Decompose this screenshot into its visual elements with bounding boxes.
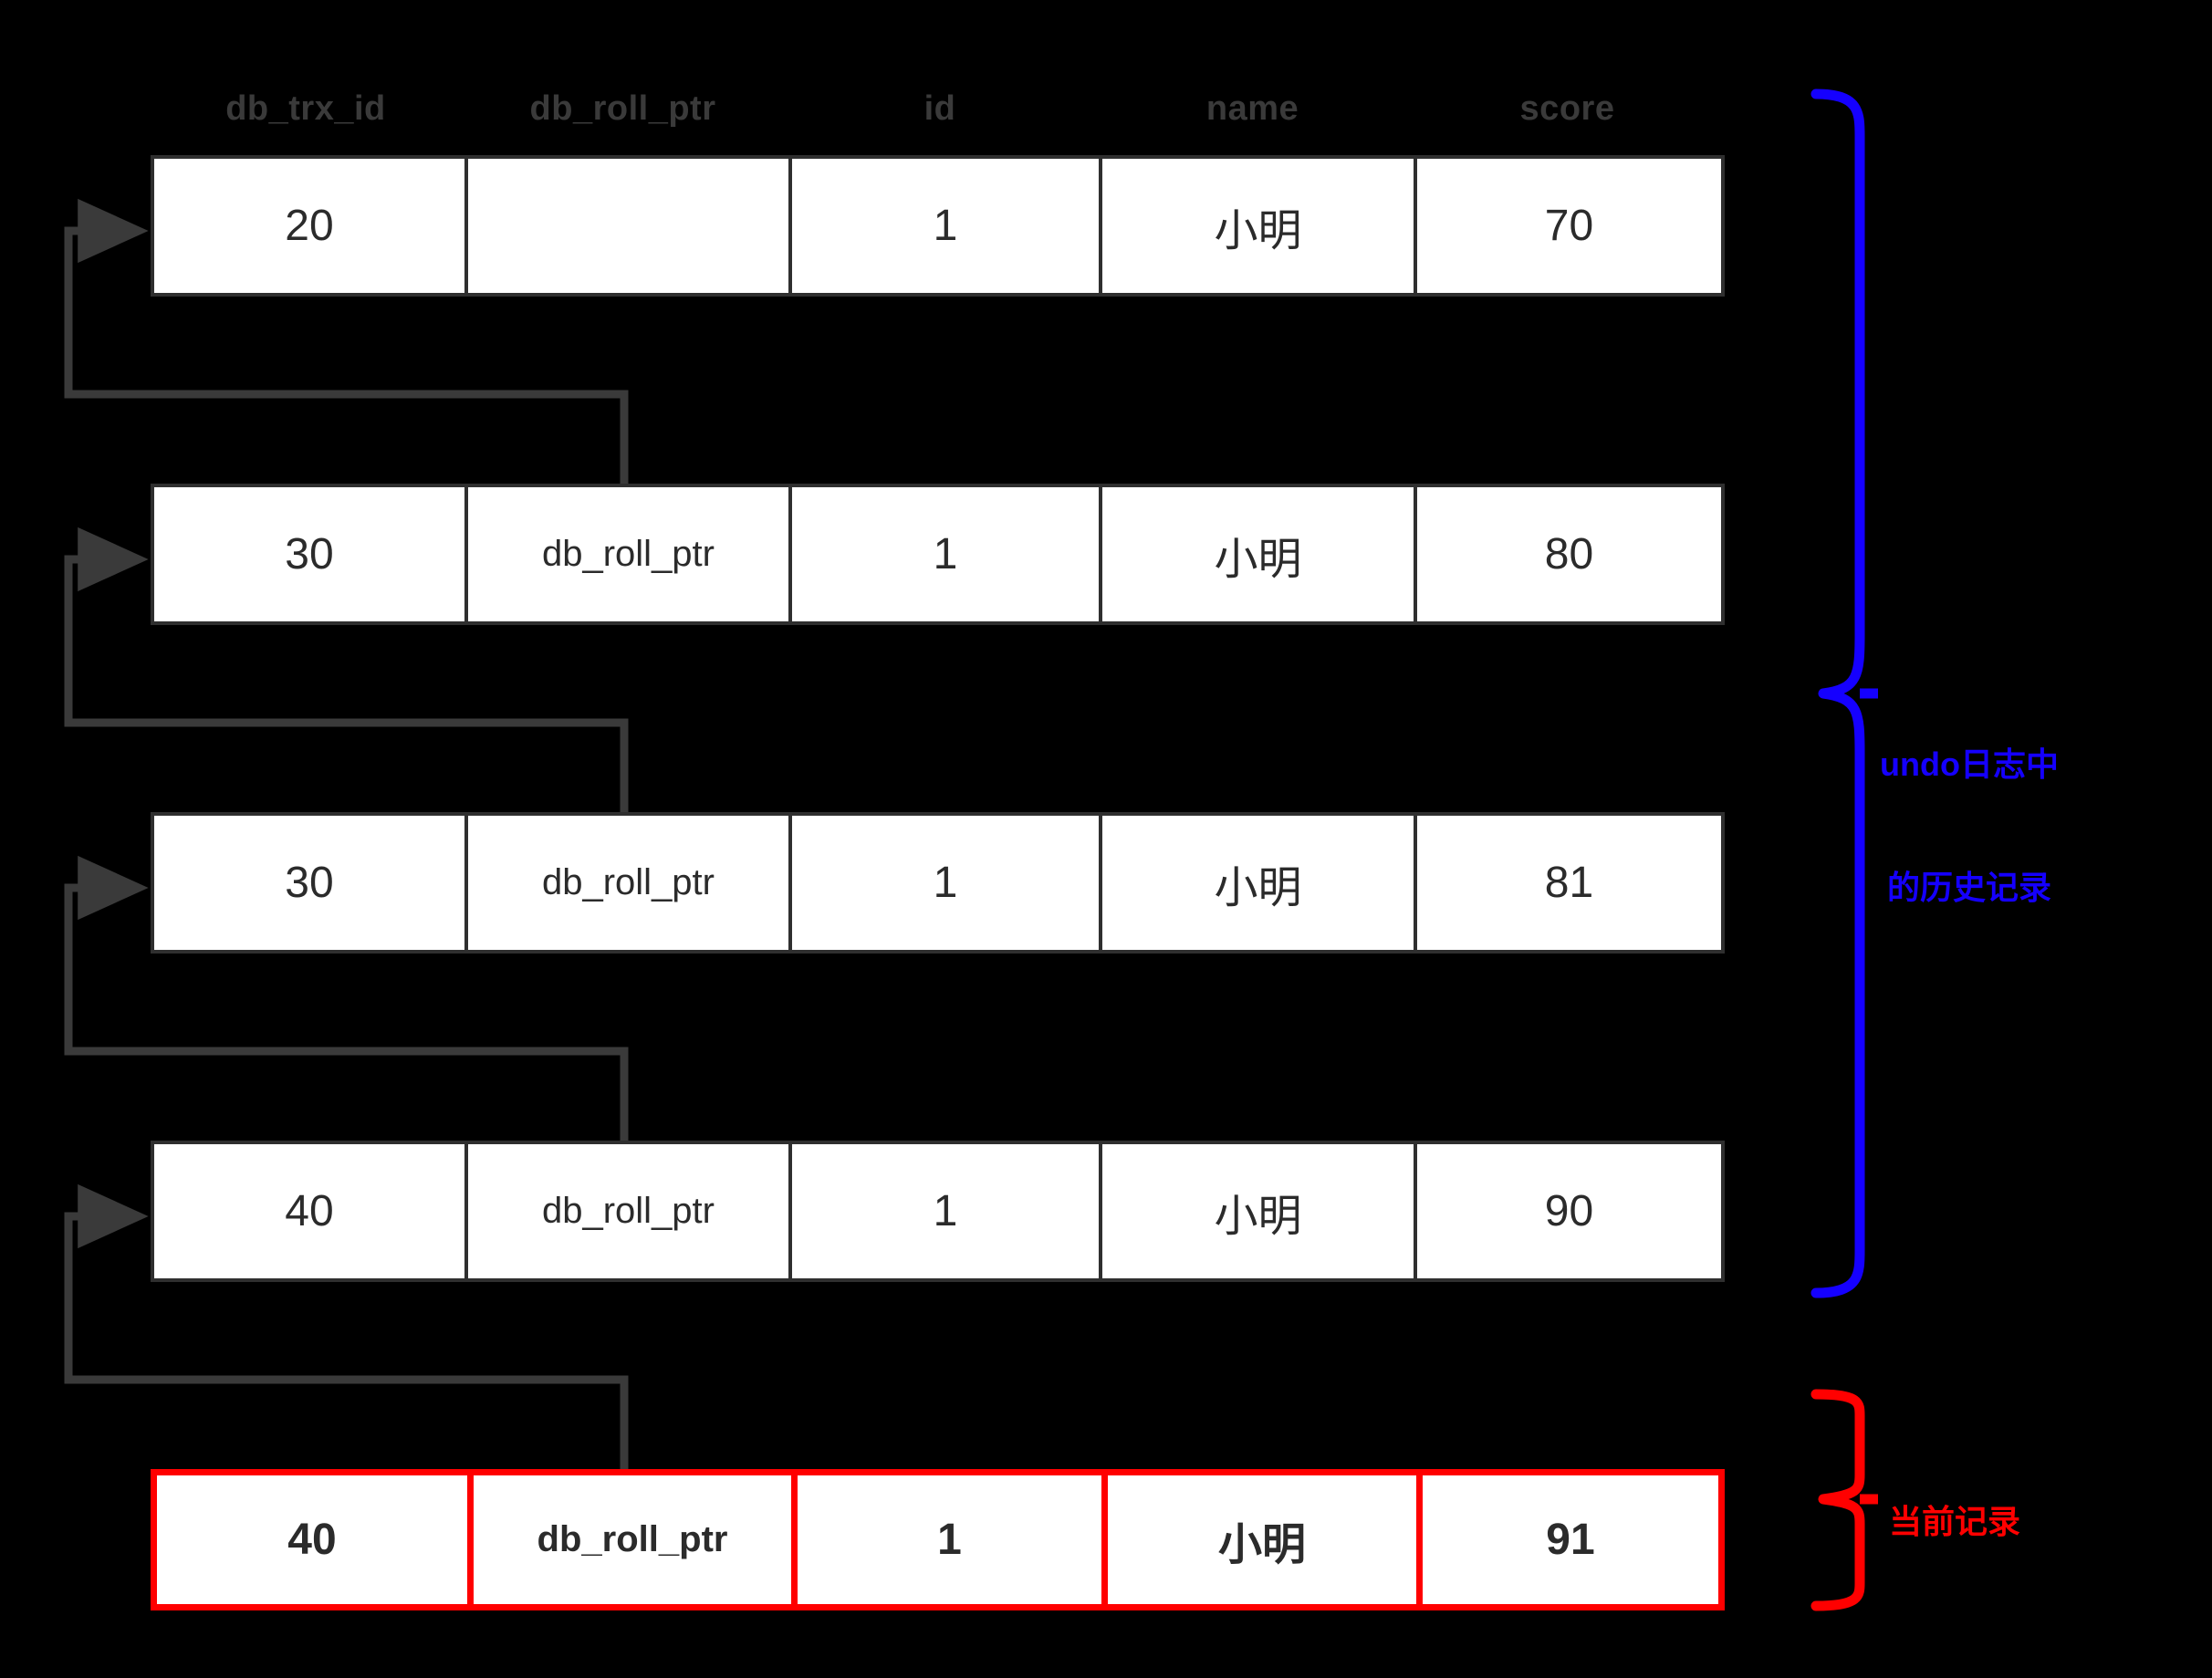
column-header-score: score [1519, 89, 1615, 128]
cell-id: 1 [788, 1144, 1099, 1278]
cell-id: 1 [788, 487, 1099, 621]
annotation-undo-history: undo日志中 的历史记录 [1880, 662, 2059, 990]
column-header-db-trx-id: db_trx_id [225, 89, 386, 128]
cell-id: 1 [788, 816, 1099, 950]
cell-name: 小明 [1101, 1475, 1416, 1604]
cell-db-trx-id: 20 [154, 159, 464, 293]
undo-history-brace [1810, 89, 1878, 1298]
annotation-undo-history-line2: 的历史记录 [1886, 869, 2051, 906]
table-row-current: 40 db_roll_ptr 1 小明 91 [151, 1469, 1725, 1610]
current-record-brace [1810, 1389, 1878, 1611]
cell-db-roll-ptr: db_roll_ptr [464, 487, 788, 621]
table-row: 30 db_roll_ptr 1 小明 80 [151, 484, 1725, 625]
table-row: 30 db_roll_ptr 1 小明 81 [151, 812, 1725, 954]
cell-db-roll-ptr: db_roll_ptr [464, 1144, 788, 1278]
table-row: 40 db_roll_ptr 1 小明 90 [151, 1141, 1725, 1282]
cell-score: 80 [1414, 487, 1721, 621]
cell-score: 91 [1416, 1475, 1718, 1604]
annotation-current-record: 当前记录 [1889, 1503, 2021, 1540]
cell-db-roll-ptr: db_roll_ptr [464, 816, 788, 950]
cell-score: 70 [1414, 159, 1721, 293]
cell-db-trx-id: 30 [154, 816, 464, 950]
column-header-id: id [923, 89, 956, 128]
cell-db-roll-ptr: db_roll_ptr [467, 1475, 791, 1604]
cell-name: 小明 [1099, 159, 1414, 293]
cell-name: 小明 [1099, 487, 1414, 621]
cell-db-roll-ptr [464, 159, 788, 293]
cell-id: 1 [788, 159, 1099, 293]
cell-db-trx-id: 30 [154, 487, 464, 621]
annotation-undo-history-line1: undo日志中 [1880, 745, 2059, 783]
cell-name: 小明 [1099, 816, 1414, 950]
cell-score: 90 [1414, 1144, 1721, 1278]
column-header-db-roll-ptr: db_roll_ptr [529, 89, 716, 128]
cell-id: 1 [791, 1475, 1101, 1604]
table-row: 20 1 小明 70 [151, 155, 1725, 297]
column-header-name: name [1205, 89, 1299, 128]
cell-score: 81 [1414, 816, 1721, 950]
cell-db-trx-id: 40 [157, 1475, 467, 1604]
cell-db-trx-id: 40 [154, 1144, 464, 1278]
cell-name: 小明 [1099, 1144, 1414, 1278]
